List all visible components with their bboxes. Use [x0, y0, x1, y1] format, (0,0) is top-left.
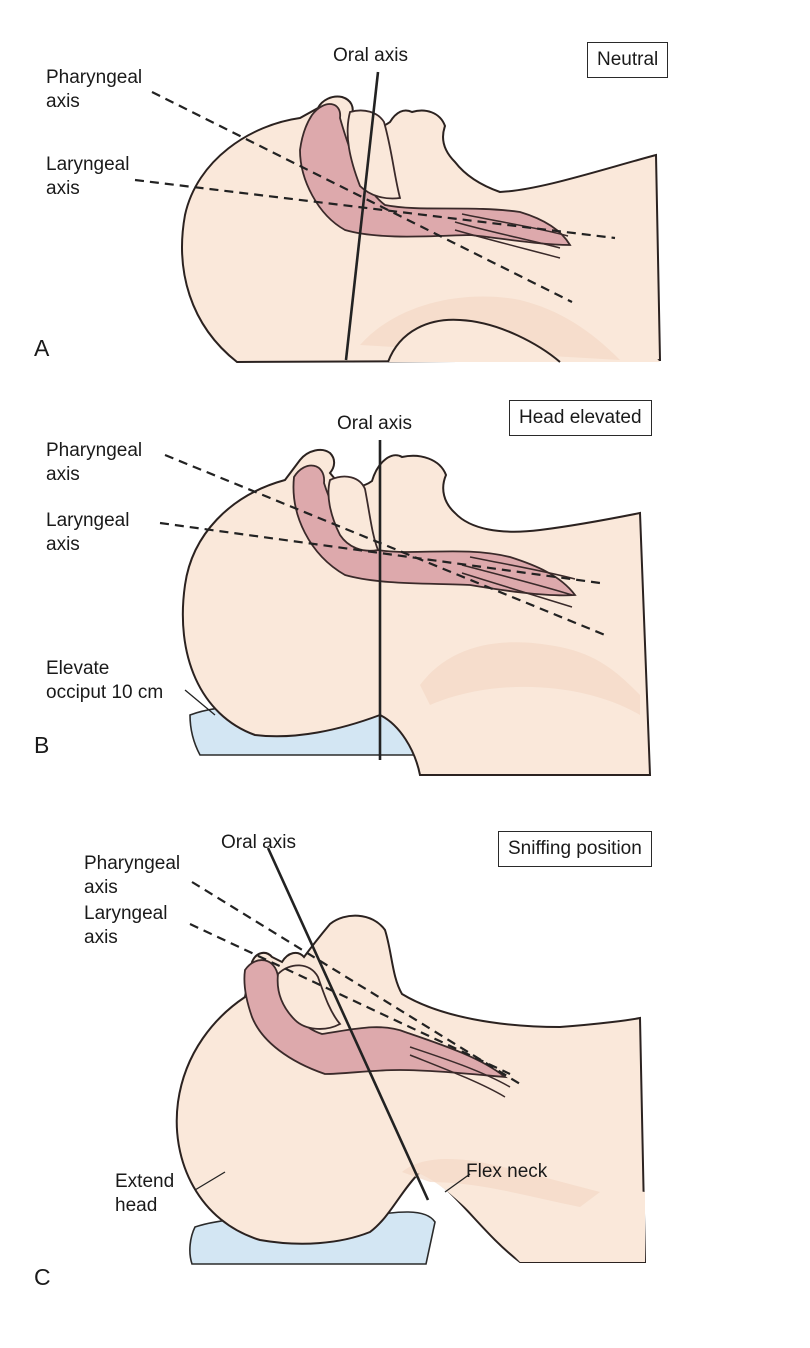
- neutral-head-illustration: [134, 71, 662, 364]
- panel-title-box: Sniffing position: [498, 831, 652, 867]
- pharyngeal-axis-line: [164, 453, 606, 637]
- oral-axis-label: Oral axis: [337, 413, 412, 434]
- pharyngeal-axis-line: [151, 91, 573, 303]
- panel-letter: C: [34, 1264, 51, 1290]
- laryngeal-axis-line: [134, 178, 616, 240]
- laryngeal-axis-label: Laryngeal axis: [46, 154, 130, 199]
- head-elevated-illustration: [159, 440, 652, 776]
- pharyngeal-axis-label: Pharyngeal axis: [46, 440, 143, 485]
- panel-head-elevated: Oral axis Pharyngeal axis Laryngeal axis…: [0, 385, 810, 785]
- flex-neck-label: Flex neck: [466, 1161, 548, 1182]
- oral-axis-line: [344, 71, 380, 361]
- panel-title-box: Neutral: [587, 42, 669, 78]
- panel-letter: A: [34, 335, 50, 361]
- elevate-occiput-label: Elevate occiput 10 cm: [46, 658, 164, 703]
- head-outline: [181, 448, 652, 776]
- laryngeal-axis-label: Laryngeal axis: [46, 510, 130, 555]
- panel-sniffing-position: Oral axis Pharyngeal axis Laryngeal axis…: [0, 812, 810, 1348]
- pharyngeal-axis-label: Pharyngeal axis: [46, 67, 143, 112]
- panel-neutral: Oral axis Pharyngeal axis Laryngeal axis…: [0, 0, 810, 380]
- oral-axis-label: Oral axis: [333, 45, 408, 66]
- pharyngeal-axis-line: [191, 881, 521, 1085]
- oral-axis-line: [266, 847, 430, 1201]
- sniffing-position-illustration: [175, 847, 647, 1265]
- extend-head-label: Extend head: [115, 1171, 175, 1216]
- panel-title-box: Head elevated: [509, 400, 652, 436]
- laryngeal-axis-label: Laryngeal axis: [84, 903, 168, 948]
- pharyngeal-axis-label: Pharyngeal axis: [84, 853, 181, 898]
- panel-letter: B: [34, 732, 50, 758]
- oral-axis-label: Oral axis: [221, 832, 296, 853]
